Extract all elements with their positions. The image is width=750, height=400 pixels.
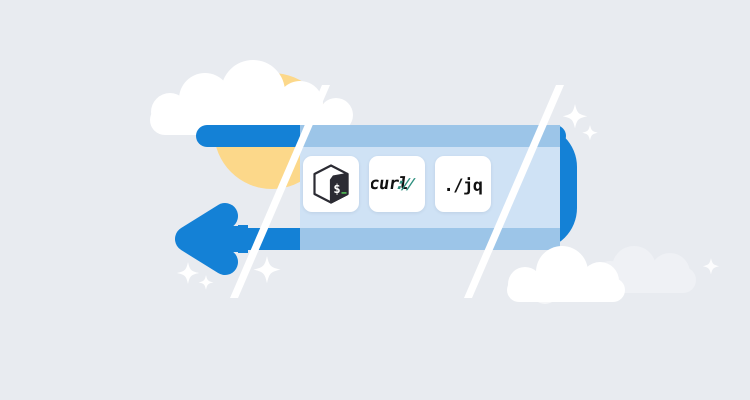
banner-band-top bbox=[300, 125, 560, 147]
sparkle-icon bbox=[177, 262, 199, 284]
diagonal-stripe-right bbox=[464, 85, 564, 298]
sparkle-icon bbox=[702, 258, 720, 275]
svg-text:$: $ bbox=[333, 182, 340, 196]
sparkle-icon bbox=[562, 104, 588, 129]
sparkle-icon bbox=[253, 256, 281, 284]
tool-tile-bash[interactable]: $ bbox=[303, 156, 359, 212]
tool-tile-curl[interactable]: curl :// bbox=[369, 156, 425, 212]
curl-icon: curl :// bbox=[371, 174, 417, 194]
sparkle-icon bbox=[582, 125, 598, 141]
bash-shell-icon: $ bbox=[313, 164, 349, 204]
diagonal-stripe-left bbox=[230, 85, 330, 298]
left-arrow-icon bbox=[175, 203, 248, 275]
jq-label: ./jq bbox=[444, 176, 483, 196]
cloud-accent-bottom-right bbox=[531, 276, 559, 304]
jq-icon: ./jq bbox=[444, 176, 483, 196]
curl-suffix-label: :// bbox=[394, 175, 417, 192]
tool-tile-jq[interactable]: ./jq bbox=[435, 156, 491, 212]
tool-tile-row: $ curl :// ./jq bbox=[303, 156, 491, 212]
curl-label: curl bbox=[371, 174, 410, 194]
sparkle-icon bbox=[198, 275, 214, 290]
